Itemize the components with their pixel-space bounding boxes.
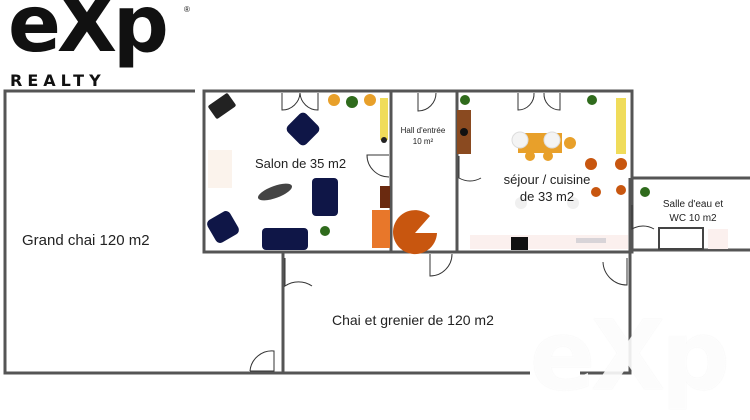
sejour-furniture bbox=[457, 95, 628, 250]
registered-mark: ® bbox=[184, 5, 190, 14]
sejour-label-line2: de 33 m2 bbox=[520, 189, 574, 204]
salle-eau-label-line1: Salle d'eau et bbox=[663, 199, 724, 210]
exp-logo: eXp bbox=[8, 0, 169, 70]
grand-chai-label: Grand chai 120 m2 bbox=[22, 232, 150, 249]
salon-furniture bbox=[207, 93, 390, 250]
chai-grenier-walls bbox=[281, 253, 632, 375]
salon-label: Salon de 35 m2 bbox=[255, 156, 346, 171]
doors bbox=[249, 92, 655, 372]
salle-eau-furniture bbox=[640, 187, 728, 250]
exp-watermark: eXp bbox=[530, 300, 730, 412]
hall-label-line2: 10 m² bbox=[413, 137, 434, 146]
chai-grenier-label: Chai et grenier de 120 m2 bbox=[332, 312, 494, 328]
hall-label-line1: Hall d'entrée bbox=[401, 126, 446, 135]
hall-furniture bbox=[393, 210, 437, 255]
salle-eau-label-line2: WC 10 m2 bbox=[669, 213, 717, 224]
realty-logo-text: REALTY bbox=[10, 71, 106, 90]
sejour-label-line1: séjour / cuisine bbox=[504, 172, 591, 187]
